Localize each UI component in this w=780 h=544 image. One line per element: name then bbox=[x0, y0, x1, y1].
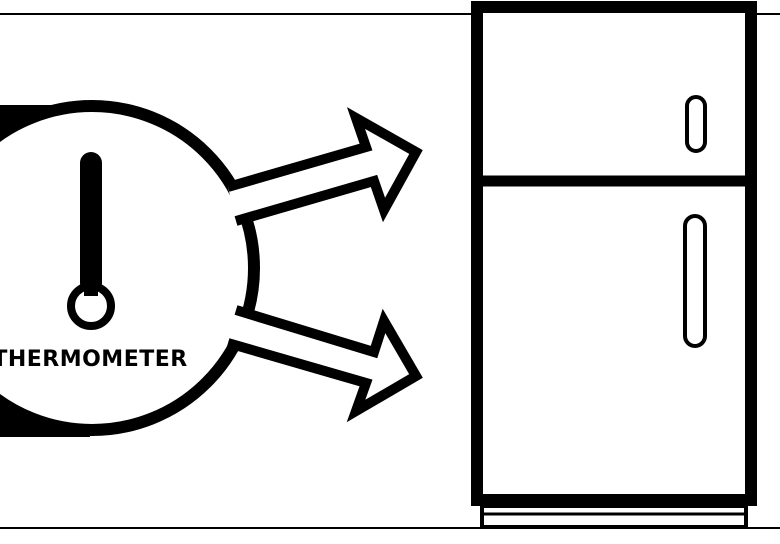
freezer-handle bbox=[685, 95, 707, 153]
arrow-icon bbox=[226, 107, 423, 226]
thermometer-icon: THERMOMETER bbox=[0, 100, 260, 437]
fridge-base bbox=[480, 504, 748, 529]
thermometer-label: THERMOMETER bbox=[0, 347, 188, 372]
fridge-door-handle bbox=[683, 214, 707, 348]
upper-arrow bbox=[226, 107, 423, 226]
thermometer-stem bbox=[80, 152, 102, 294]
lower-arrow bbox=[226, 305, 423, 423]
fridge-body bbox=[471, 1, 757, 506]
dial-circle bbox=[0, 100, 260, 436]
arrow-icon bbox=[226, 305, 423, 423]
thermometer-neck bbox=[84, 282, 98, 296]
refrigerator-icon bbox=[471, 1, 757, 529]
